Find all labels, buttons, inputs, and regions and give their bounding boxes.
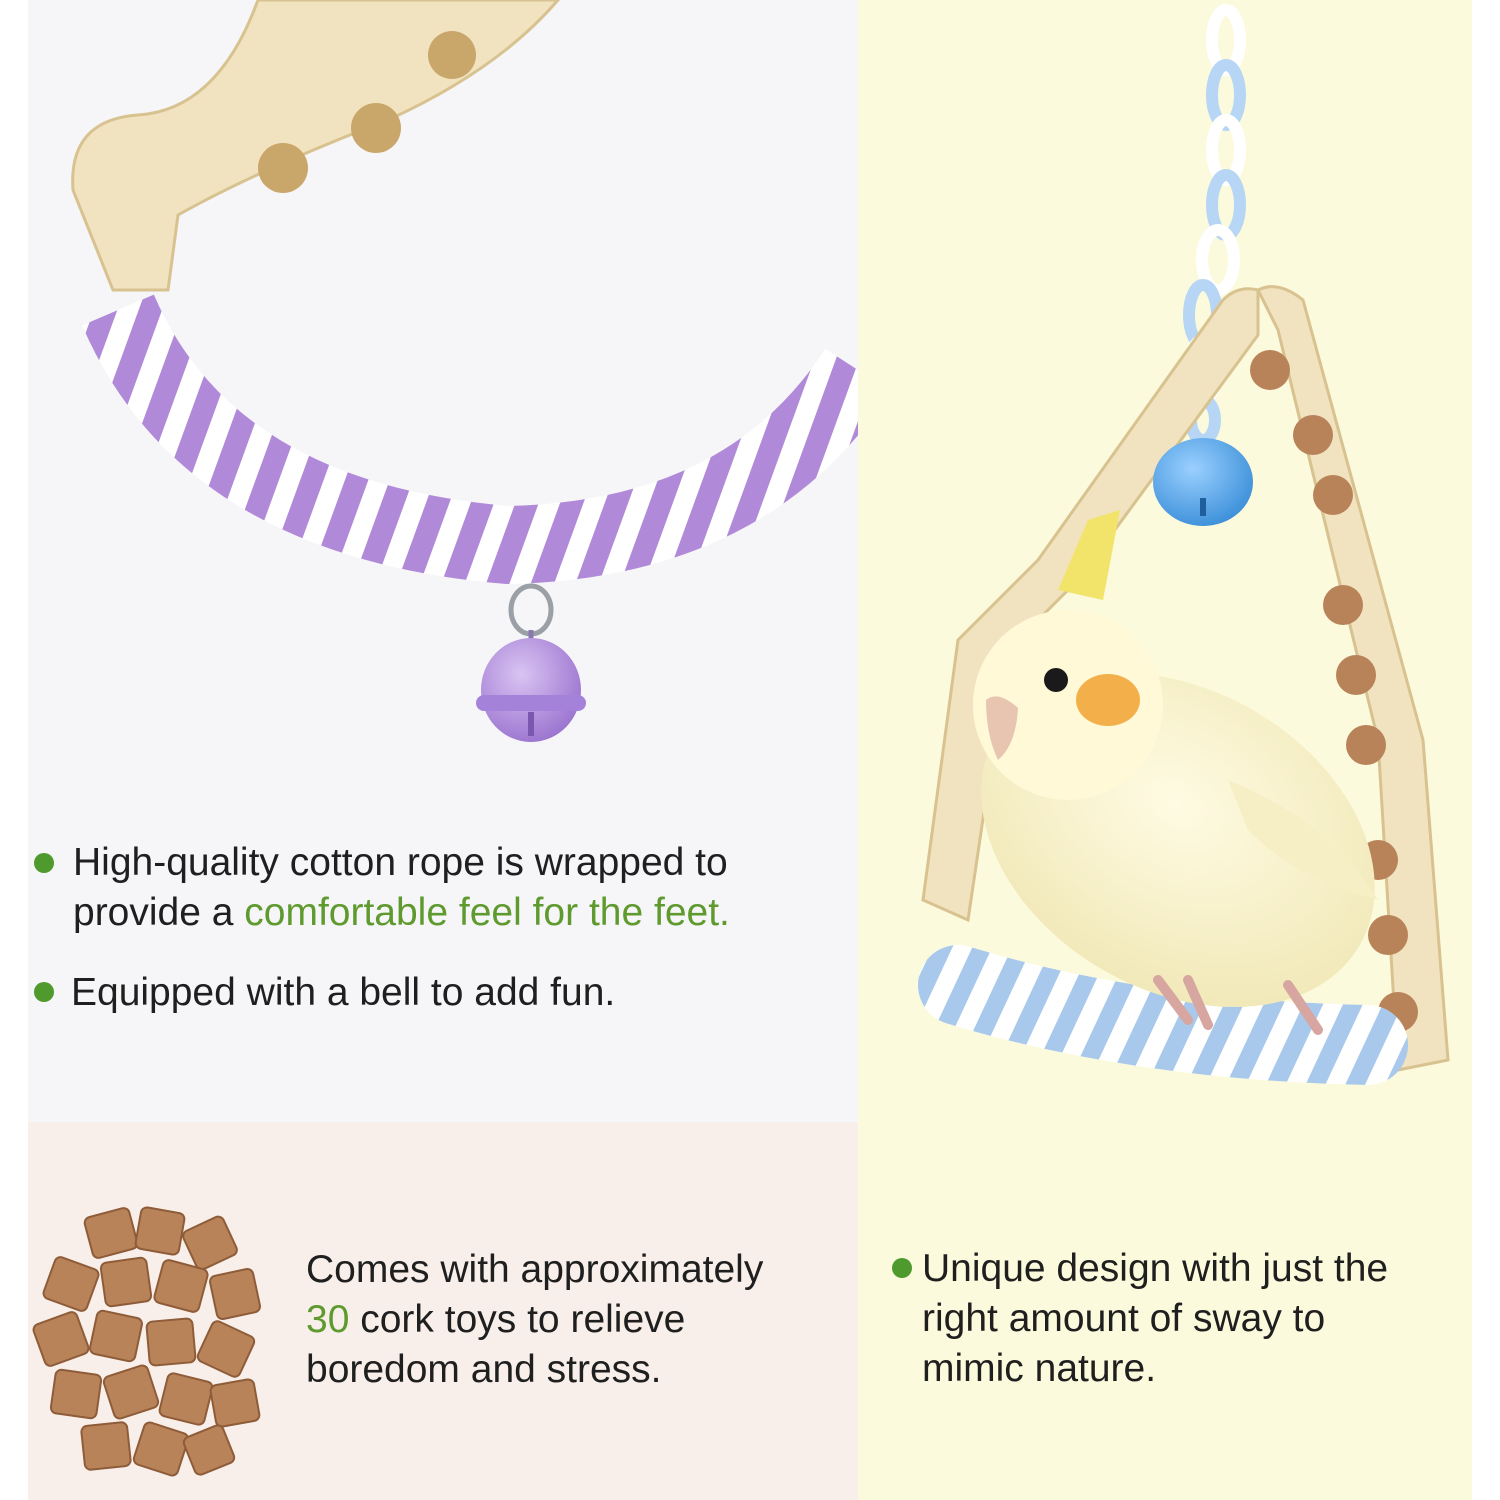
cork-piece	[134, 1206, 186, 1256]
cork-piece	[209, 1268, 261, 1320]
cork-count: 30	[306, 1298, 350, 1341]
rope-bullet-text: High-quality cotton rope is wrapped to p…	[73, 838, 730, 938]
sway-bullet-text: Unique design with just the right amount…	[922, 1244, 1388, 1394]
rope-perch-panel: High-quality cotton rope is wrapped to p…	[28, 0, 858, 1122]
sway-line1: Unique design with just the	[922, 1247, 1389, 1290]
bell-ring	[508, 583, 554, 637]
cork-piece	[209, 1378, 261, 1428]
bullet-dot	[34, 982, 54, 1002]
purple-bell-icon	[476, 638, 586, 742]
cork-piece	[132, 1421, 190, 1477]
cork-feature-text: Comes with approximately 30 cork toys to…	[306, 1245, 763, 1395]
cork-piece	[32, 1311, 90, 1367]
rope-perch-illustration	[71, 0, 858, 742]
cork-piece	[89, 1309, 143, 1363]
rope-bullet-highlight: comfortable feel for the feet.	[244, 891, 730, 934]
bullet-dot	[892, 1258, 912, 1278]
cork-piece	[145, 1317, 197, 1367]
cork-peg	[428, 31, 476, 79]
cork-peg	[258, 143, 308, 193]
cork-peg	[351, 103, 401, 153]
cork-piece	[182, 1424, 236, 1476]
wooden-swing-frame	[1255, 285, 1450, 1072]
cork-pile-illustration	[32, 1206, 261, 1477]
cork-toys-panel: Comes with approximately 30 cork toys to…	[28, 1122, 858, 1500]
bullet-dot	[34, 853, 54, 873]
sway-line2: right amount of sway to	[922, 1297, 1326, 1340]
wooden-frame	[71, 0, 560, 292]
cork-line1: Comes with approximately	[306, 1248, 764, 1291]
cork-piece	[80, 1421, 132, 1471]
bird-swing-illustration	[918, 4, 1450, 1085]
cork-piece	[42, 1256, 100, 1312]
sway-line3: mimic nature.	[922, 1347, 1157, 1390]
cork-piece	[182, 1215, 238, 1271]
cork-line3: boredom and stress.	[306, 1348, 662, 1391]
blue-bell-icon	[1153, 438, 1253, 526]
rope-bullet-line1: High-quality cotton rope is wrapped to	[73, 841, 728, 884]
bird-swing-panel: Unique design with just the right amount…	[858, 0, 1472, 1500]
bell-bullet-text: Equipped with a bell to add fun.	[71, 971, 616, 1014]
cork-piece	[196, 1320, 256, 1378]
cork-line2: cork toys to relieve	[349, 1298, 686, 1341]
cockatiel-bird	[973, 510, 1378, 1035]
cork-piece	[83, 1207, 139, 1259]
cork-piece	[49, 1368, 103, 1420]
cork-piece	[153, 1259, 209, 1313]
cotton-rope-perch	[82, 294, 858, 585]
cork-piece	[102, 1364, 160, 1420]
rope-bullet-line2-lead: provide a	[73, 891, 245, 934]
cork-piece	[158, 1372, 214, 1426]
blue-rope-perch	[918, 945, 1408, 1085]
cork-piece	[99, 1256, 153, 1308]
